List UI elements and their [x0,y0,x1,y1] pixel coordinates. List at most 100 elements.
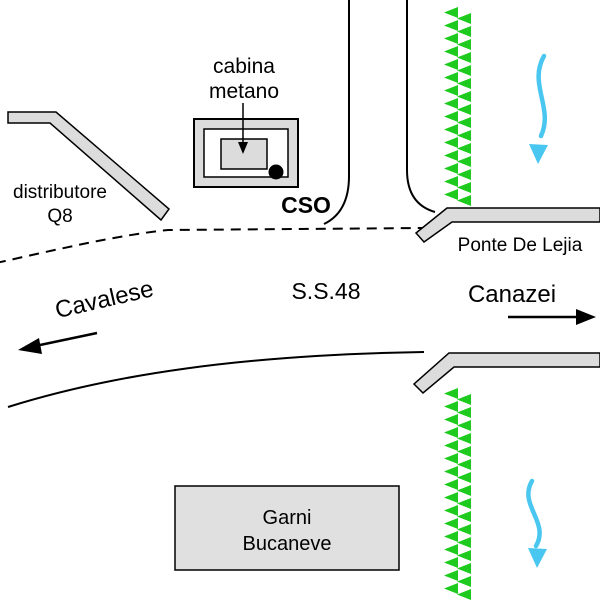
pointer-arrowhead-icon [238,142,248,154]
river-marker-triangle-icon [444,388,458,399]
left-arrowhead-icon [18,338,42,354]
river-marker-triangle-icon [457,195,471,206]
main-road-top-dashed-edge [0,227,425,264]
river-markers-layer [444,7,471,600]
river-marker-triangle-icon [444,163,458,174]
cavalese-arrow-line [39,331,98,347]
river-marker-triangle-icon [444,72,458,83]
highway-label: S.S.48 [291,278,360,304]
gas-station-ramp [7,111,171,222]
river-marker-triangle-icon [457,537,471,548]
river-marker-triangle-icon [457,26,471,37]
river-marker-triangle-icon [444,492,458,503]
river-marker-triangle-icon [457,130,471,141]
river-marker-triangle-icon [457,394,471,405]
river-marker-triangle-icon [457,65,471,76]
river-marker-triangle-icon [457,563,471,574]
river-marker-triangle-icon [444,453,458,464]
river-marker-triangle-icon [457,91,471,102]
river-marker-triangle-icon [457,498,471,509]
river-marker-triangle-icon [444,137,458,148]
bridge-guardrail-top [414,207,600,244]
flow-curve-top [536,53,548,139]
vertical-road-right-edge [406,0,436,213]
river-marker-triangle-icon [444,85,458,96]
vertical-road-left-edge [323,0,350,225]
river-marker-triangle-icon [444,531,458,542]
river-marker-triangle-icon [444,176,458,187]
river-marker-triangle-icon [444,150,458,161]
flow-curve-bottom [526,478,542,549]
river-marker-triangle-icon [457,576,471,587]
river-marker-triangle-icon [457,169,471,180]
river-flow-arrow-top [529,53,548,164]
river-marker-triangle-icon [444,401,458,412]
river-marker-triangle-icon [457,143,471,154]
river-marker-triangle-icon [444,583,458,594]
cso-location-dot [268,164,284,180]
river-marker-triangle-icon [444,518,458,529]
flow-arrowhead-bottom-icon [528,548,547,568]
river-marker-triangle-icon [457,524,471,535]
river-marker-triangle-icon [457,52,471,63]
direction-label-canazei: Canazei [468,281,556,308]
river-marker-triangle-icon [457,13,471,24]
distributore-label-line2: Q8 [47,206,72,227]
river-marker-triangle-icon [444,440,458,451]
main-road-bottom-edge [7,351,425,408]
bridge-guardrail-bottom [412,352,600,395]
river-marker-triangle-icon [457,550,471,561]
river-marker-triangle-icon [444,46,458,57]
river-marker-triangle-icon [457,182,471,193]
river-marker-triangle-icon [457,117,471,128]
cabina-metano-building [193,118,299,188]
river-flow-arrow-bottom [526,478,547,568]
river-marker-triangle-icon [457,420,471,431]
river-marker-triangle-icon [444,414,458,425]
river-marker-triangle-icon [444,544,458,555]
river-marker-triangle-icon [444,505,458,516]
road-network [0,0,436,408]
river-marker-triangle-icon [457,589,471,600]
river-marker-triangle-icon [444,20,458,31]
river-marker-triangle-icon [457,407,471,418]
flow-arrowhead-top-icon [529,144,548,164]
hotel-block: Garni Bucaneve [174,485,400,571]
direction-arrow-cavalese [18,331,98,354]
river-marker-triangle-icon [444,427,458,438]
river-marker-triangle-icon [444,33,458,44]
distributore-label-line1: distributore [13,182,107,203]
direction-arrow-canazei [508,309,596,325]
river-marker-triangle-icon [457,485,471,496]
river-marker-triangle-icon [444,479,458,490]
river-marker-triangle-icon [457,472,471,483]
river-marker-triangle-icon [444,98,458,109]
river-marker-triangle-icon [457,78,471,89]
cabina-label-line2: metano [209,80,279,103]
river-marker-triangle-icon [444,111,458,122]
bridge-label: Ponte De Lejia [458,235,583,256]
river-marker-triangle-icon [457,446,471,457]
hotel-name-line1: Garni [263,507,312,529]
river-marker-triangle-icon [444,189,458,200]
hotel-name-line2: Bucaneve [243,533,332,555]
cabina-label-line1: cabina [213,55,275,78]
river-marker-triangle-icon [457,39,471,50]
river-marker-triangle-icon [457,104,471,115]
river-marker-triangle-icon [457,511,471,522]
river-marker-triangle-icon [457,433,471,444]
river-marker-triangle-icon [457,156,471,167]
river-marker-triangle-icon [444,570,458,581]
river-marker-triangle-icon [457,459,471,470]
river-marker-triangle-icon [444,7,458,18]
cso-label: CSO [281,192,331,218]
river-marker-triangle-icon [444,466,458,477]
river-marker-triangle-icon [444,557,458,568]
hotel-rect [174,485,400,571]
cabina-pointer-arrow [238,103,248,154]
river-marker-triangle-icon [444,124,458,135]
river-marker-triangle-icon [444,59,458,70]
direction-label-cavalese: Cavalese [53,275,157,324]
